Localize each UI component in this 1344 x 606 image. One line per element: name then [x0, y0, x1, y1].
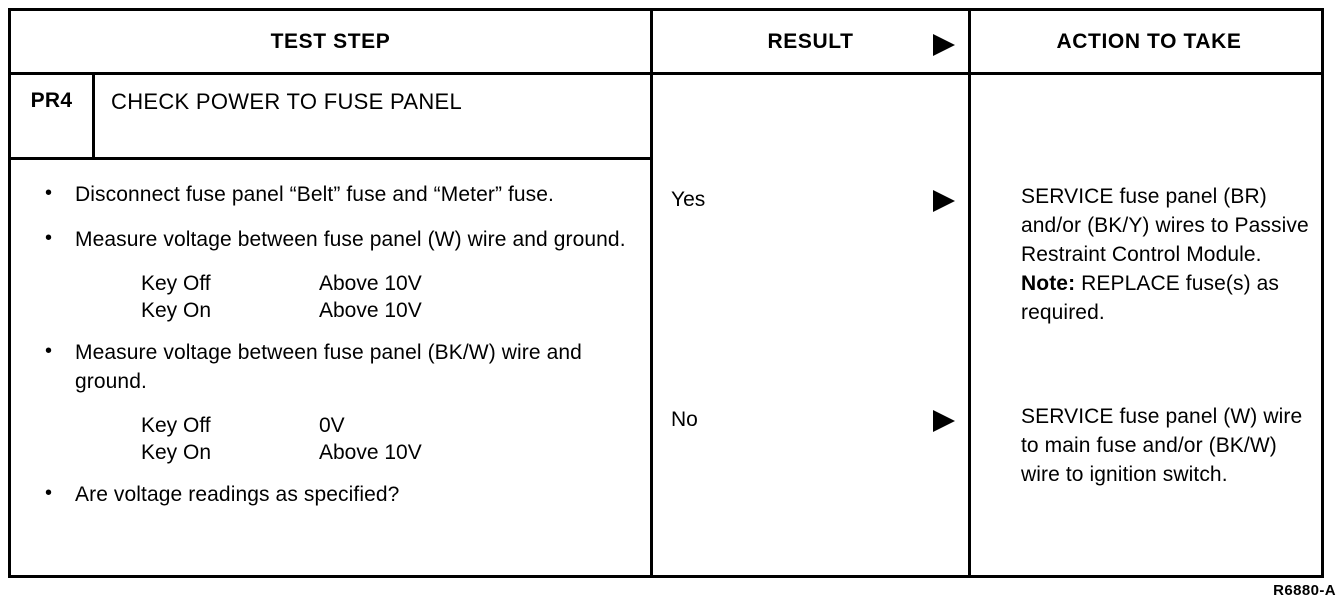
- note-label: Note:: [1021, 272, 1076, 295]
- list-item: Are voltage readings as specified?: [37, 479, 632, 509]
- list-item: Measure voltage between fuse panel (BK/W…: [37, 337, 632, 396]
- action-entry-yes: SERVICE fuse panel (BR) and/or (BK/Y) wi…: [1021, 182, 1321, 327]
- column-divider-result-action: [968, 11, 971, 575]
- figure-reference-code: R6880-A: [1273, 582, 1336, 599]
- action-main-text: SERVICE fuse panel (W) wire to main fuse…: [1021, 405, 1303, 486]
- measurement-key: Key Off: [141, 414, 211, 437]
- table-row: Key Off Above 10V: [141, 270, 422, 297]
- measurement-value: 0V: [319, 414, 345, 437]
- column-divider-test-step-result: [650, 11, 653, 575]
- result-value-yes: Yes: [671, 188, 706, 211]
- list-item: Measure voltage between fuse panel (W) w…: [37, 224, 632, 254]
- measurement-key: Key Off: [141, 272, 211, 295]
- measurement-key: Key On: [141, 441, 212, 464]
- note-text: REPLACE fuse(s) as required.: [1021, 272, 1279, 324]
- step-id-label: PR4: [11, 75, 95, 157]
- header-result: RESULT: [767, 29, 854, 53]
- measurement-block-2: Key Off 0V Key On Above 10V: [141, 412, 422, 466]
- header-test-step: TEST STEP: [270, 29, 391, 53]
- measurement-key: Key On: [141, 299, 212, 322]
- table-row: Key Off 0V: [141, 412, 422, 439]
- test-step-content: Disconnect fuse panel “Belt” fuse and “M…: [11, 160, 650, 575]
- diagnostic-table: TEST STEP RESULT ACTION TO TAKE PR4 CHEC…: [8, 8, 1324, 578]
- list-item: Disconnect fuse panel “Belt” fuse and “M…: [37, 179, 632, 209]
- right-triangle-icon-no: [933, 410, 955, 432]
- right-triangle-icon-yes: [933, 190, 955, 212]
- measurement-value: Above 10V: [319, 272, 422, 295]
- step-title-text: CHECK POWER TO FUSE PANEL: [111, 89, 463, 114]
- action-content: SERVICE fuse panel (BR) and/or (BK/Y) wi…: [971, 160, 1327, 575]
- table-row: Key On Above 10V: [141, 297, 422, 324]
- table-body: Disconnect fuse panel “Belt” fuse and “M…: [11, 160, 1321, 575]
- result-value-no: No: [671, 408, 698, 431]
- measurement-value: Above 10V: [319, 441, 422, 464]
- result-content: Yes No: [653, 160, 968, 575]
- action-entry-no: SERVICE fuse panel (W) wire to main fuse…: [1021, 402, 1321, 489]
- header-action-to-take: ACTION TO TAKE: [1056, 29, 1242, 53]
- action-main-text: SERVICE fuse panel (BR) and/or (BK/Y) wi…: [1021, 185, 1309, 266]
- step-title-band: PR4 CHECK POWER TO FUSE PANEL: [11, 75, 650, 160]
- right-triangle-icon-header: [933, 34, 955, 56]
- table-row: Key On Above 10V: [141, 439, 422, 466]
- measurement-value: Above 10V: [319, 299, 422, 322]
- measurement-block-1: Key Off Above 10V Key On Above 10V: [141, 270, 422, 324]
- table-header-row: TEST STEP RESULT ACTION TO TAKE: [11, 11, 1321, 75]
